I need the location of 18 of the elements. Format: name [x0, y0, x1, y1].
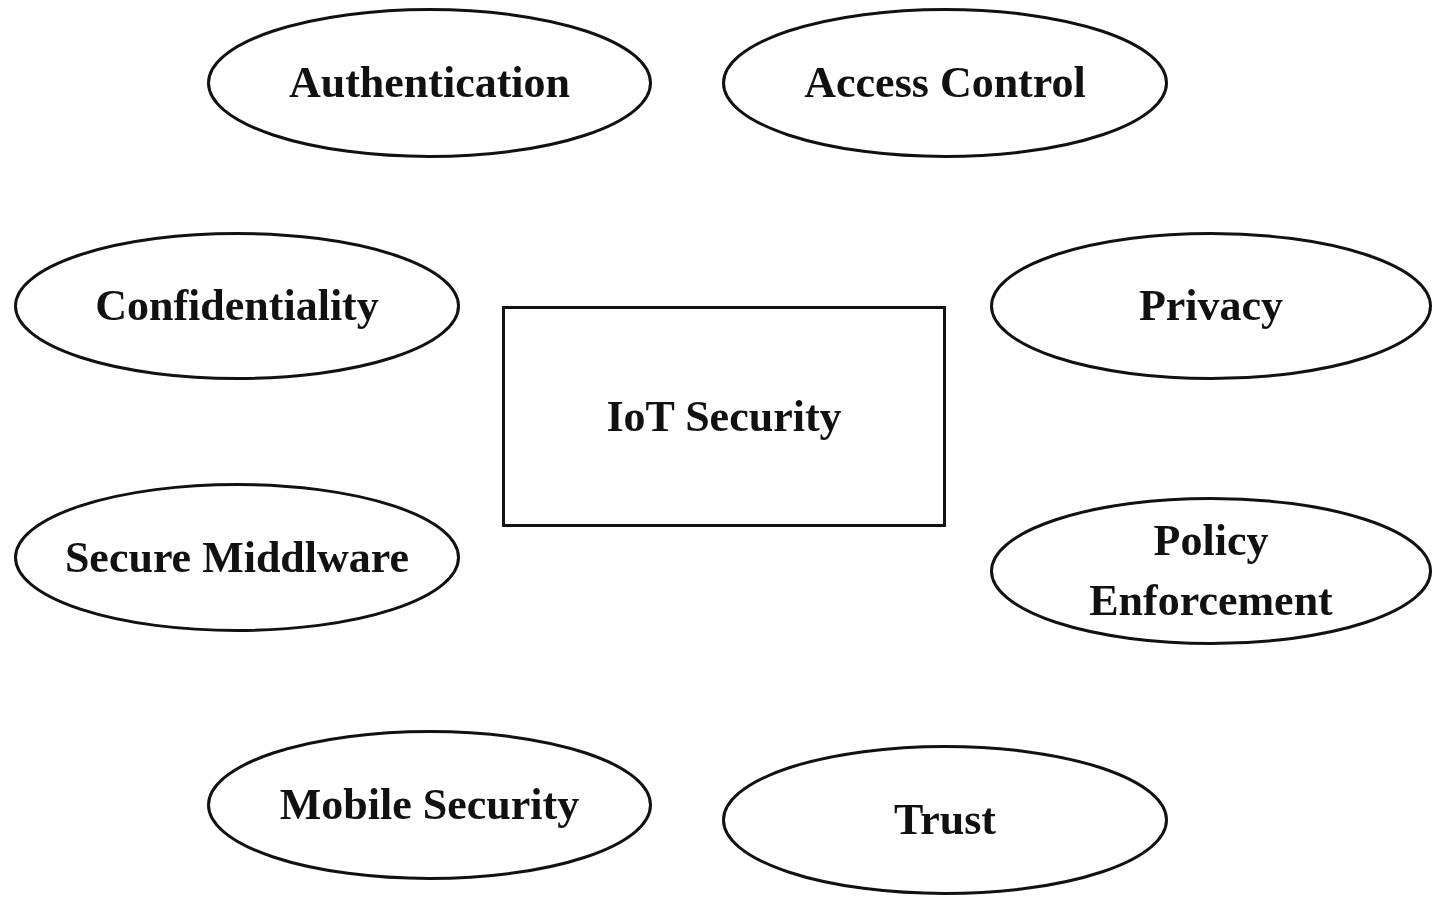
topic-ellipse — [14, 232, 460, 380]
node-label: Policy Enforcement — [1088, 515, 1334, 627]
topic-ellipse — [722, 8, 1168, 158]
topic-ellipse — [990, 232, 1432, 380]
node-label: Privacy — [1138, 280, 1284, 332]
topic-ellipse — [207, 730, 652, 880]
node-label: IoT Security — [606, 390, 842, 443]
topic-ellipse — [722, 745, 1168, 895]
topic-ellipse — [14, 483, 460, 632]
node-label: Access Control — [804, 57, 1086, 109]
topic-ellipse — [207, 8, 652, 158]
topic-ellipse — [990, 497, 1432, 645]
node-label: Mobile Security — [279, 779, 580, 831]
topic-box — [502, 306, 946, 527]
node-label: Secure Middlware — [64, 531, 410, 584]
node-label: Authentication — [288, 57, 571, 109]
node-label: Confidentiality — [95, 280, 379, 332]
node-label: Trust — [894, 794, 996, 846]
